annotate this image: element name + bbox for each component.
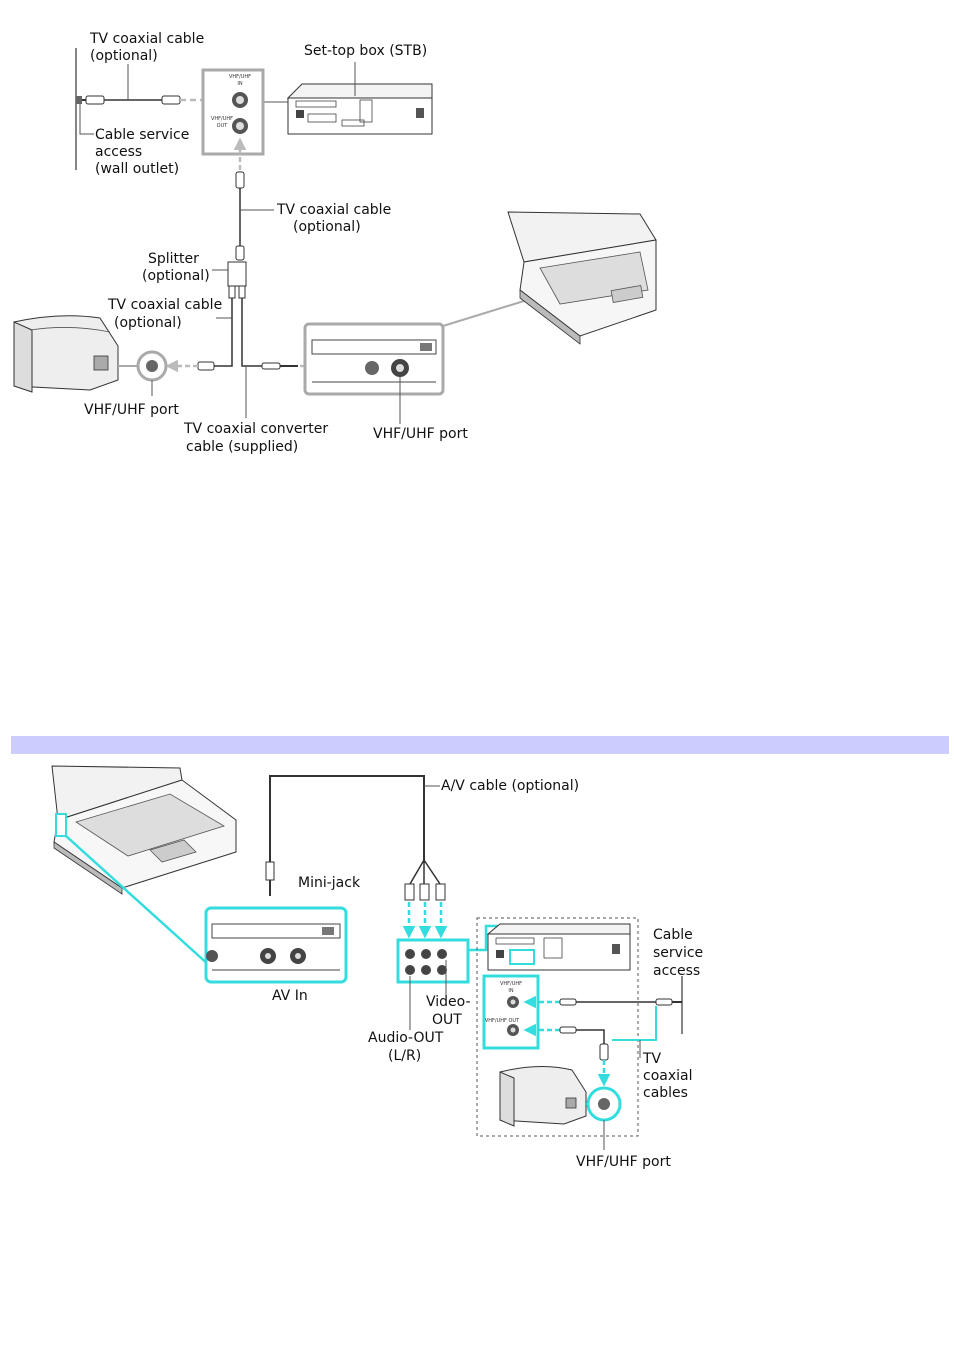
- label-video-out: Video-: [426, 994, 471, 1010]
- splitter: [227, 261, 247, 299]
- label-cable-service-3: (wall outlet): [95, 161, 179, 177]
- laptop-illustration-2: [51, 765, 237, 895]
- diagram-2: VHF/UHF IN VHF/UHF OUT: [51, 765, 703, 1170]
- diagram-1: VHF/UHF IN VHF/UHF OUT: [13, 31, 657, 455]
- label-tv-coax-top: TV coaxial cable: [89, 31, 204, 47]
- laptop-port-closeup: [303, 322, 445, 396]
- label-splitter: Splitter: [148, 251, 199, 267]
- stb-vhf-panel-2: VHF/UHF IN VHF/UHF OUT: [482, 974, 540, 1050]
- coax-cable-mid: [235, 171, 245, 261]
- vhf-in-label-2a: VHF/UHF: [500, 981, 522, 987]
- stb-tv-group-box: [476, 917, 639, 1137]
- tv-illustration-2: [499, 1065, 587, 1127]
- label-audio-out: Audio-OUT: [368, 1030, 444, 1046]
- label-tv-coax-mid: TV coaxial cable: [276, 202, 391, 218]
- label-tv-coaxial-3: cables: [643, 1085, 688, 1101]
- label-cable: Cable: [653, 927, 693, 943]
- label-converter-2: cable (supplied): [186, 439, 298, 455]
- label-video-out-2: OUT: [432, 1012, 462, 1028]
- wall-outlet-icon: [76, 96, 82, 104]
- label-converter: TV coaxial converter: [183, 421, 328, 437]
- av-jack-panel: [396, 938, 470, 984]
- vhf-out-label-2: VHF/UHF OUT: [485, 1018, 520, 1024]
- av-cable: [265, 775, 446, 901]
- laptop-illustration-1: [507, 211, 657, 345]
- label-tv-coax-mid-2: (optional): [293, 219, 361, 235]
- set-top-box: [286, 83, 433, 135]
- label-tv-coax-left: TV coaxial cable: [107, 297, 222, 313]
- vhf-out-label-2: OUT: [217, 123, 229, 129]
- coax-cables-2: [559, 998, 682, 1087]
- tv-illustration: [13, 315, 119, 393]
- vhf-in-label: VHF/UHF: [229, 74, 251, 80]
- label-stb: Set-top box (STB): [304, 43, 427, 59]
- label-tv-coaxial-2: coaxial: [643, 1068, 693, 1084]
- stb-vhf-panel: VHF/UHF IN VHF/UHF OUT: [201, 68, 265, 156]
- label-vhf-port-left: VHF/UHF port: [84, 402, 179, 418]
- label-cable-service: Cable service: [95, 127, 189, 143]
- label-tv-coaxial: TV: [642, 1051, 662, 1067]
- label-mini-jack: Mini-jack: [298, 875, 361, 891]
- label-audio-out-2: (L/R): [388, 1048, 421, 1064]
- label-cable-2: service: [653, 945, 703, 961]
- label-av-cable: A/V cable (optional): [441, 778, 579, 794]
- label-tv-coax-left-2: (optional): [114, 315, 182, 331]
- label-cable-3: access: [653, 963, 700, 979]
- label-vhf-port-2: VHF/UHF port: [576, 1154, 671, 1170]
- label-splitter-2: (optional): [142, 268, 210, 284]
- vhf-in-label-2: IN: [237, 81, 242, 87]
- label-av-in: AV In: [272, 988, 308, 1004]
- label-tv-coax-top-2: (optional): [90, 48, 158, 64]
- coax-cable-top: [82, 93, 215, 107]
- label-vhf-port-right: VHF/UHF port: [373, 426, 468, 442]
- label-cable-service-2: access: [95, 144, 142, 160]
- set-top-box-2: [486, 923, 631, 971]
- vhf-out-label: VHF/UHF: [211, 116, 233, 122]
- vhf-in-label-2b: IN: [508, 988, 513, 994]
- av-in-closeup: [204, 906, 348, 984]
- section-band: [11, 736, 949, 754]
